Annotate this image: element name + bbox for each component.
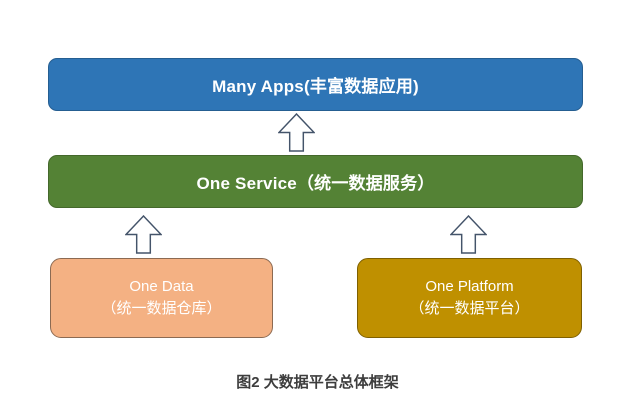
up-arrow-icon [125,215,162,254]
node-one-service: One Service（统一数据服务） [48,155,583,208]
node-many-apps: Many Apps(丰富数据应用) [48,58,583,111]
node-one-service-label: One Service（统一数据服务） [196,174,435,193]
node-many-apps-label: Many Apps(丰富数据应用) [212,77,419,96]
node-one-platform-subtitle: （统一数据平台） [409,300,530,317]
node-one-data-subtitle: （统一数据仓库） [101,300,222,317]
up-arrow-icon [450,215,487,254]
node-one-data: One Data （统一数据仓库） [50,258,273,338]
up-arrow-icon [278,113,315,152]
figure-caption: 图2 大数据平台总体框架 [236,374,399,391]
node-one-platform-title: One Platform [425,278,514,296]
node-one-data-title: One Data [129,278,194,296]
node-one-platform: One Platform （统一数据平台） [357,258,582,338]
